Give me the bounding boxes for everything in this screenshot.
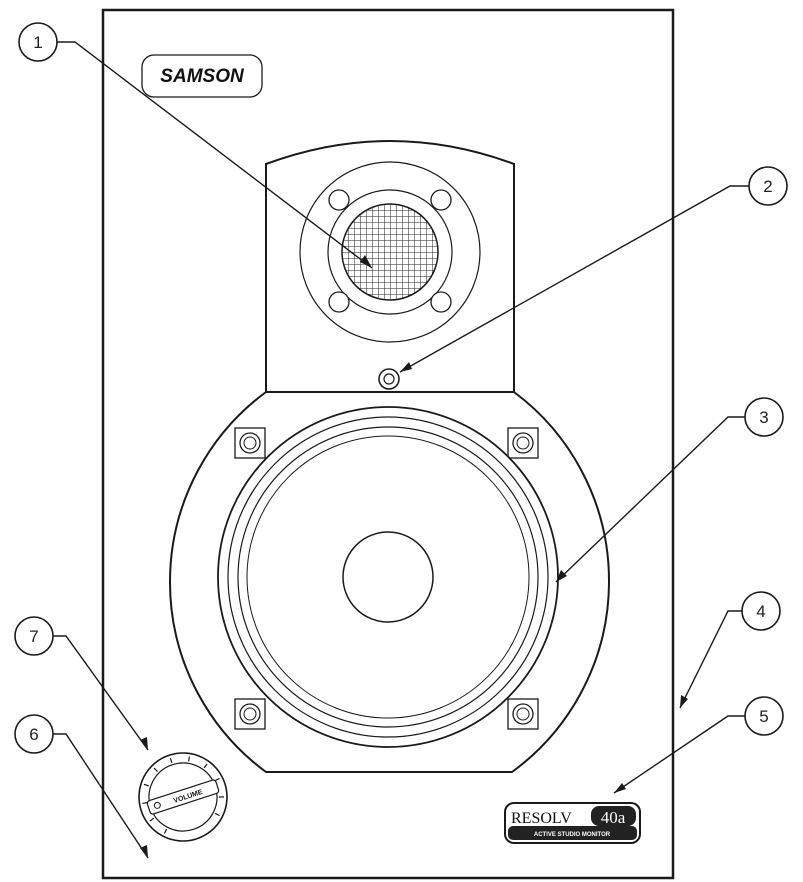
callout-3: 3 — [744, 397, 784, 437]
brand-logo: SAMSON — [141, 54, 263, 98]
volume-knob: VOLUME — [138, 752, 228, 842]
volume-tick — [169, 757, 173, 763]
volume-scale-ticks — [142, 756, 224, 834]
arrowhead-4 — [680, 695, 688, 708]
arrowhead-7 — [140, 737, 148, 750]
leader-line-2 — [399, 185, 750, 373]
model-badge: RESOLV 40a ACTIVE STUDIO MONITOR — [504, 802, 641, 844]
volume-tick — [214, 812, 220, 817]
arrowhead-5 — [614, 783, 626, 793]
callout-4-number: 4 — [756, 602, 765, 621]
woofer-screw-tr — [507, 427, 539, 459]
tweeter-grille — [341, 203, 439, 301]
callout-6-number: 6 — [29, 725, 38, 744]
volume-tick — [214, 777, 220, 782]
leader-line-6 — [52, 733, 149, 859]
leader-line-4 — [679, 610, 742, 709]
tweeter-screw-br — [430, 291, 452, 313]
arrowhead-6 — [140, 845, 148, 858]
leader-line-3 — [555, 416, 745, 583]
arrowhead-3 — [556, 570, 567, 582]
callout-1-number: 1 — [33, 33, 42, 52]
volume-tick — [203, 763, 208, 769]
callout-2: 2 — [748, 166, 788, 206]
woofer-screw-tl — [234, 427, 266, 459]
volume-tick — [149, 817, 155, 822]
brand-logo-text: SAMSON — [160, 66, 245, 87]
woofer-screw-br — [507, 698, 539, 730]
callout-5: 5 — [744, 696, 784, 736]
callout-7: 7 — [14, 616, 54, 656]
leader-line-5 — [613, 715, 745, 794]
volume-tick — [163, 828, 168, 834]
volume-tick — [143, 783, 149, 787]
callout-6: 6 — [14, 714, 54, 754]
tweeter-housing — [265, 140, 515, 392]
callout-1: 1 — [18, 22, 58, 62]
arrowhead-1 — [360, 255, 372, 268]
woofer-dust-cap — [342, 531, 434, 623]
leader-line-7 — [52, 635, 149, 751]
arrowhead-2 — [400, 362, 412, 372]
woofer-cone — [217, 406, 559, 748]
callout-5-number: 5 — [759, 707, 768, 726]
callout-arrowheads — [140, 255, 688, 858]
volume-tick — [142, 802, 148, 805]
power-led — [378, 368, 400, 390]
volume-tick — [188, 756, 191, 762]
model-name-prefix: RESOLV — [511, 810, 572, 827]
callout-leaders — [52, 41, 750, 859]
callout-2-number: 2 — [763, 177, 772, 196]
callout-4: 4 — [741, 591, 781, 631]
tweeter-screw-tl — [328, 189, 350, 211]
tweeter-screw-bl — [328, 291, 350, 313]
callout-7-number: 7 — [29, 627, 38, 646]
volume-tick — [219, 796, 224, 798]
model-name-number: 40a — [601, 808, 626, 827]
leader-line-1 — [57, 41, 373, 269]
model-subtitle: ACTIVE STUDIO MONITOR — [534, 832, 611, 838]
callout-3-number: 3 — [759, 408, 768, 427]
woofer-screw-bl — [234, 698, 266, 730]
volume-tick — [153, 767, 158, 772]
tweeter-screw-tr — [430, 189, 452, 211]
